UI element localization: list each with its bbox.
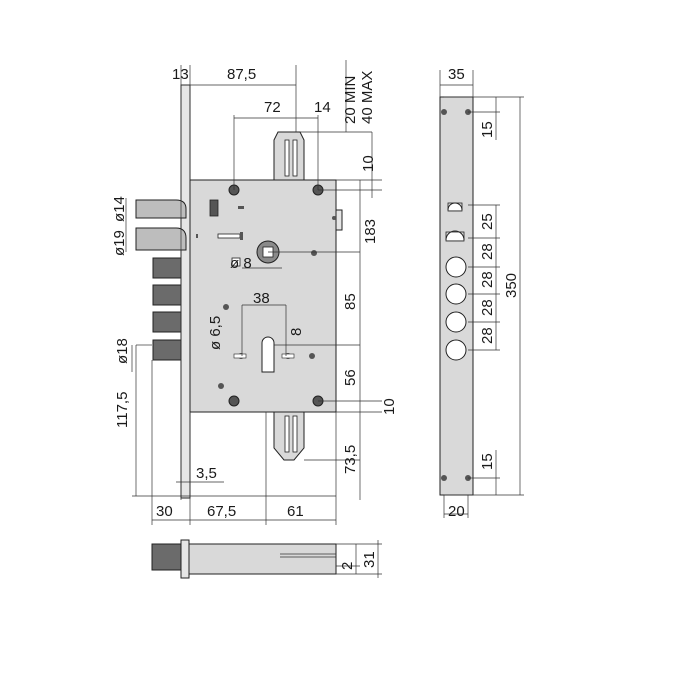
- dim-350: 350: [503, 273, 520, 298]
- dim-28-c: 28: [479, 299, 496, 316]
- dim-28-b: 28: [479, 271, 496, 288]
- dim-10-top: 10: [360, 155, 377, 172]
- dim-20: 20: [448, 503, 465, 520]
- dim-85: 85: [342, 293, 359, 310]
- dim-15-bottom: 15: [479, 453, 496, 470]
- dim-31: 31: [361, 551, 378, 568]
- dim-13: 13: [172, 66, 189, 83]
- case-tab: [335, 209, 343, 231]
- dim-20-min: 20 MIN: [342, 76, 359, 124]
- dim-8-cyl: 8: [288, 328, 305, 336]
- dim-183: 183: [362, 219, 379, 244]
- deadbolt-3: [152, 311, 182, 333]
- bottom-faceplate: [180, 539, 190, 579]
- faceplate: [180, 84, 191, 499]
- dim-61: 61: [287, 503, 304, 520]
- dim-spindle-8: ø 8: [230, 255, 252, 272]
- dim-25: 25: [479, 213, 496, 230]
- dim-28-a: 28: [479, 243, 496, 260]
- dim-6-5: ø 6,5: [207, 316, 224, 350]
- dim-73-5: 73,5: [342, 445, 359, 474]
- dim-14: 14: [314, 99, 331, 116]
- dim-38: 38: [253, 290, 270, 307]
- dim-o19: ø19: [111, 230, 128, 256]
- dim-10-bottom: 10: [381, 398, 398, 415]
- side-bolt-holes: [445, 202, 467, 361]
- front-dimension-lines: [125, 60, 382, 525]
- dim-15-top: 15: [479, 121, 496, 138]
- latch-bolt: [135, 199, 187, 219]
- dim-3-5: 3,5: [196, 465, 217, 482]
- dim-28-d: 28: [479, 327, 496, 344]
- dim-40-max: 40 MAX: [359, 71, 376, 124]
- deadbolt-2: [152, 284, 182, 306]
- bottom-case: [188, 543, 337, 575]
- dim-87-5: 87,5: [227, 66, 256, 83]
- dim-67-5: 67,5: [207, 503, 236, 520]
- dim-o18: ø18: [114, 338, 131, 364]
- deadbolt-4: [152, 339, 182, 361]
- dim-35: 35: [448, 66, 465, 83]
- latch-bolt-2: [135, 227, 187, 251]
- cylinder-hole: [261, 336, 275, 373]
- dim-2: 2: [339, 562, 356, 570]
- dim-30: 30: [156, 503, 173, 520]
- dim-72: 72: [264, 99, 281, 116]
- dim-117-5: 117,5: [114, 392, 131, 428]
- side-view: 35 15 25 28 28 28 28 350 15 20: [439, 66, 524, 520]
- front-view: 13 87,5 72 14 20 MIN 40 MAX 10 183 85 56…: [111, 60, 398, 525]
- dim-o14: ø14: [111, 196, 128, 222]
- deadbolt-1: [152, 257, 182, 279]
- side-dimension-lines: [439, 70, 524, 518]
- bottom-view: 2 31: [151, 539, 382, 579]
- lock-case: [189, 179, 337, 413]
- dim-56: 56: [342, 369, 359, 386]
